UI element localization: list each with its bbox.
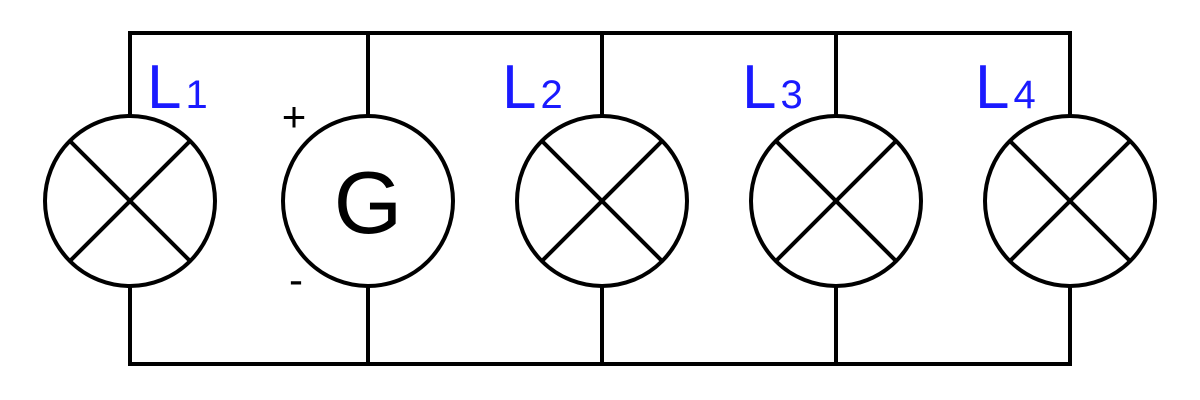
lamp-1-cross-line-b xyxy=(68,139,192,263)
generator-minus-terminal: - xyxy=(289,256,303,303)
lamp-1-label-letter: L xyxy=(147,53,181,122)
lamp-3-cross-line-b xyxy=(774,139,898,263)
lamp-1-label-index: 1 xyxy=(185,73,207,117)
generator-plus-terminal: + xyxy=(282,93,307,140)
lamp-3-label-letter: L xyxy=(742,53,776,122)
generator-symbol: G xyxy=(334,153,402,252)
lamp-2-cross-line-b xyxy=(540,139,664,263)
generator: G + - xyxy=(281,93,455,303)
lamp-2-label-index: 2 xyxy=(540,73,562,117)
lamp-4-label-letter: L xyxy=(975,53,1009,122)
lamp-2-label-letter: L xyxy=(502,53,536,122)
lamp-4-cross-line-b xyxy=(1008,139,1132,263)
wiring xyxy=(128,31,1072,366)
lamp-3-label-index: 3 xyxy=(780,73,802,117)
lamp-4-label-index: 4 xyxy=(1013,73,1035,117)
generator-circle xyxy=(281,114,455,288)
